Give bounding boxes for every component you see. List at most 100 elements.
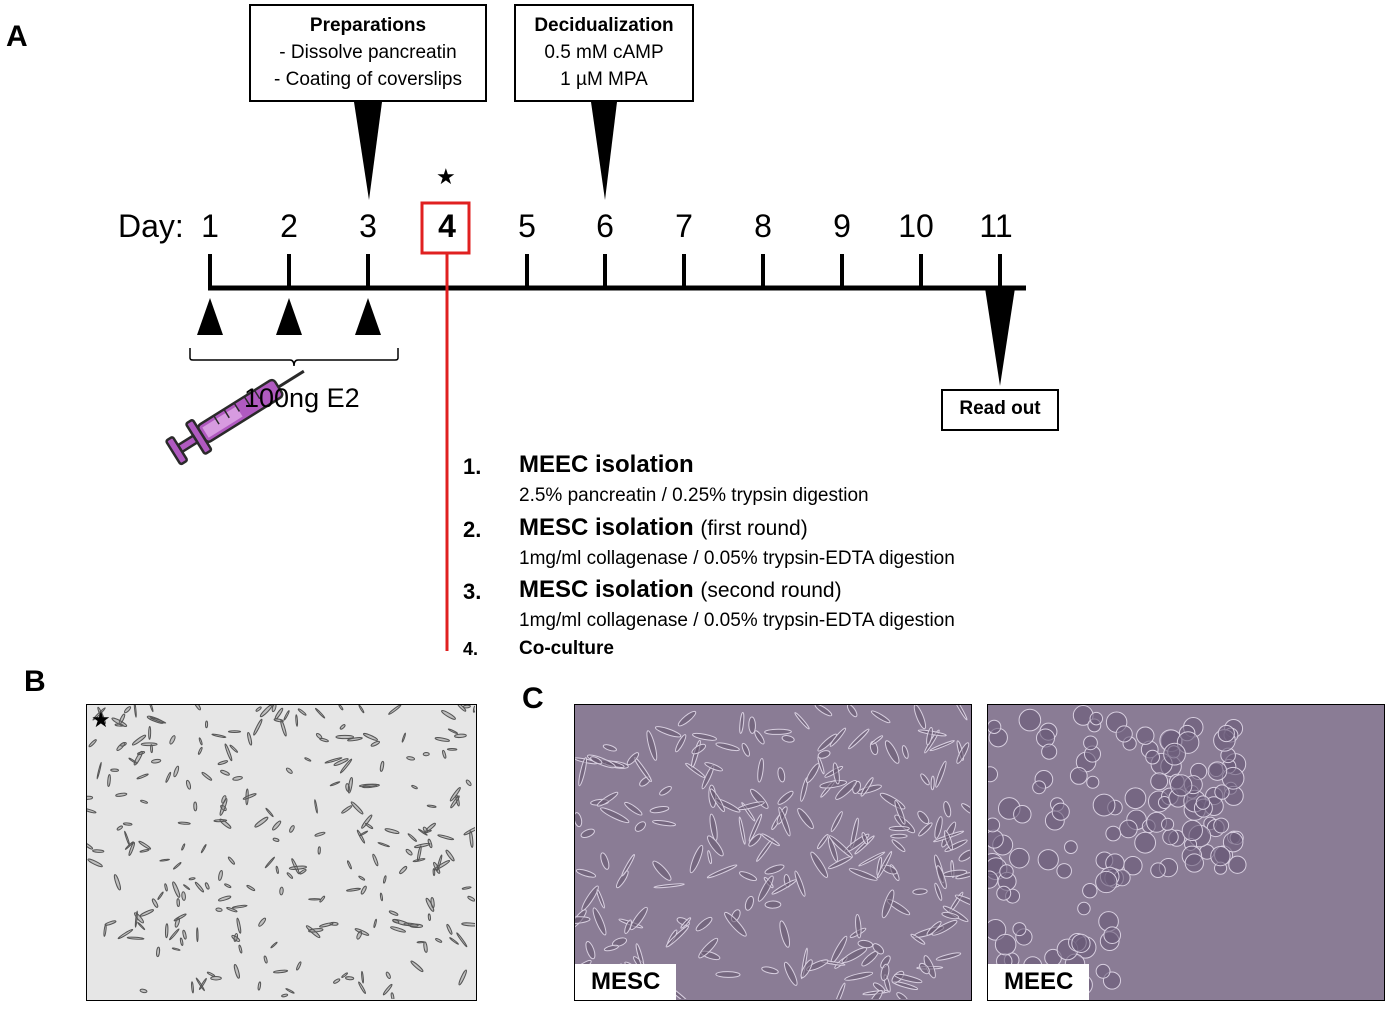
cell-shape (286, 872, 294, 879)
cell-shape (285, 767, 293, 774)
cell-shape (416, 941, 425, 944)
cell-shape (819, 780, 848, 789)
cell-shape (1018, 708, 1042, 732)
injection-brace (189, 348, 399, 367)
cell-shape (87, 808, 97, 814)
cell-shape (888, 825, 910, 832)
cell-shape (715, 742, 740, 752)
syringe-icon (165, 369, 305, 466)
cell-shape (362, 733, 378, 741)
cell-shape (941, 911, 960, 920)
cell-shape (426, 804, 437, 808)
cell-shape (578, 757, 588, 787)
cell-shape (600, 852, 610, 870)
timeline-ticks (208, 254, 1002, 290)
cell-shape (934, 882, 943, 901)
cell-shape (913, 705, 927, 730)
cell-shape (317, 846, 321, 855)
step-title: MESC isolation (second round) (519, 576, 842, 604)
cell-shape (706, 864, 738, 879)
cell-shape (255, 706, 262, 712)
cell-shape (1051, 802, 1070, 821)
cell-shape (1170, 774, 1193, 797)
cell-shape (193, 705, 201, 711)
cell-shape (107, 774, 111, 787)
cell-shape (151, 898, 159, 908)
cell-shape (854, 835, 875, 855)
cell-shape (297, 708, 307, 716)
cell-shape (616, 870, 629, 889)
cell-shape (858, 851, 886, 867)
cell-shape (173, 765, 180, 778)
cell-shape (634, 821, 646, 832)
mesc-label: MESC (575, 964, 677, 1000)
cell-shape (1161, 817, 1175, 831)
cell-shape (229, 744, 239, 753)
cell-shape (191, 981, 194, 994)
cell-shape (339, 724, 346, 730)
cell-shape (715, 971, 741, 978)
cell-shape (437, 834, 455, 841)
cell-shape (659, 785, 672, 796)
cell-shape (461, 922, 475, 927)
micrograph-b-image (87, 705, 475, 999)
readout-pointer (985, 288, 1015, 386)
cell-shape (171, 947, 181, 951)
day-prefix: Day: (118, 208, 184, 244)
cell-shape (779, 920, 790, 948)
cell-shape (999, 864, 1014, 879)
cell-shape (350, 801, 364, 815)
cell-shape (794, 712, 810, 730)
cell-shape (405, 848, 413, 856)
cell-shape (401, 732, 407, 743)
cell-shape (176, 898, 180, 908)
cell-shape (358, 783, 378, 788)
cell-shape (1124, 787, 1147, 810)
cell-shape (412, 858, 426, 863)
cell-shape (406, 756, 416, 761)
cell-shape (126, 936, 145, 940)
cell-shape (169, 928, 180, 941)
cell-shape (777, 767, 786, 783)
cell-shape (445, 849, 455, 862)
cell-shape (996, 885, 1012, 901)
cell-shape (624, 801, 643, 816)
cell-shape (417, 828, 428, 836)
cell-shape (205, 720, 209, 729)
cell-shape (232, 776, 243, 781)
cell-shape (183, 884, 191, 891)
cell-shape (695, 916, 713, 932)
cell-shape (345, 976, 355, 981)
step-title: Co-culture (519, 638, 614, 660)
day-label: 2 (280, 208, 298, 244)
cell-shape (737, 801, 765, 811)
step-title-text: MEEC isolation (519, 451, 694, 478)
cell-shape (741, 742, 750, 757)
star-icon: ★ (91, 707, 111, 732)
cell-shape (879, 792, 906, 810)
day-label: 1 (201, 208, 219, 244)
cell-shape (120, 741, 127, 747)
panel-label-a: A (6, 20, 28, 53)
cell-shape (333, 758, 349, 766)
cell-shape (140, 742, 158, 747)
preparations-item: - Dissolve pancreatin (279, 42, 457, 63)
cell-shape (626, 752, 640, 766)
cell-shape (87, 795, 94, 800)
cell-shape (1145, 749, 1160, 765)
cell-shape (164, 883, 168, 892)
cell-shape (236, 917, 242, 934)
cell-shape (691, 743, 707, 755)
cell-shape (748, 833, 762, 847)
cell-shape (920, 773, 930, 786)
cell-shape (575, 868, 597, 878)
cell-shape (382, 983, 393, 996)
cell-shape (461, 886, 472, 890)
cell-shape (137, 921, 146, 931)
cell-shape (213, 819, 228, 823)
cell-shape (943, 801, 952, 818)
cell-shape (1056, 863, 1072, 879)
cell-shape (707, 850, 712, 865)
cell-shape (123, 706, 132, 714)
star-icon: ★ (436, 164, 456, 189)
